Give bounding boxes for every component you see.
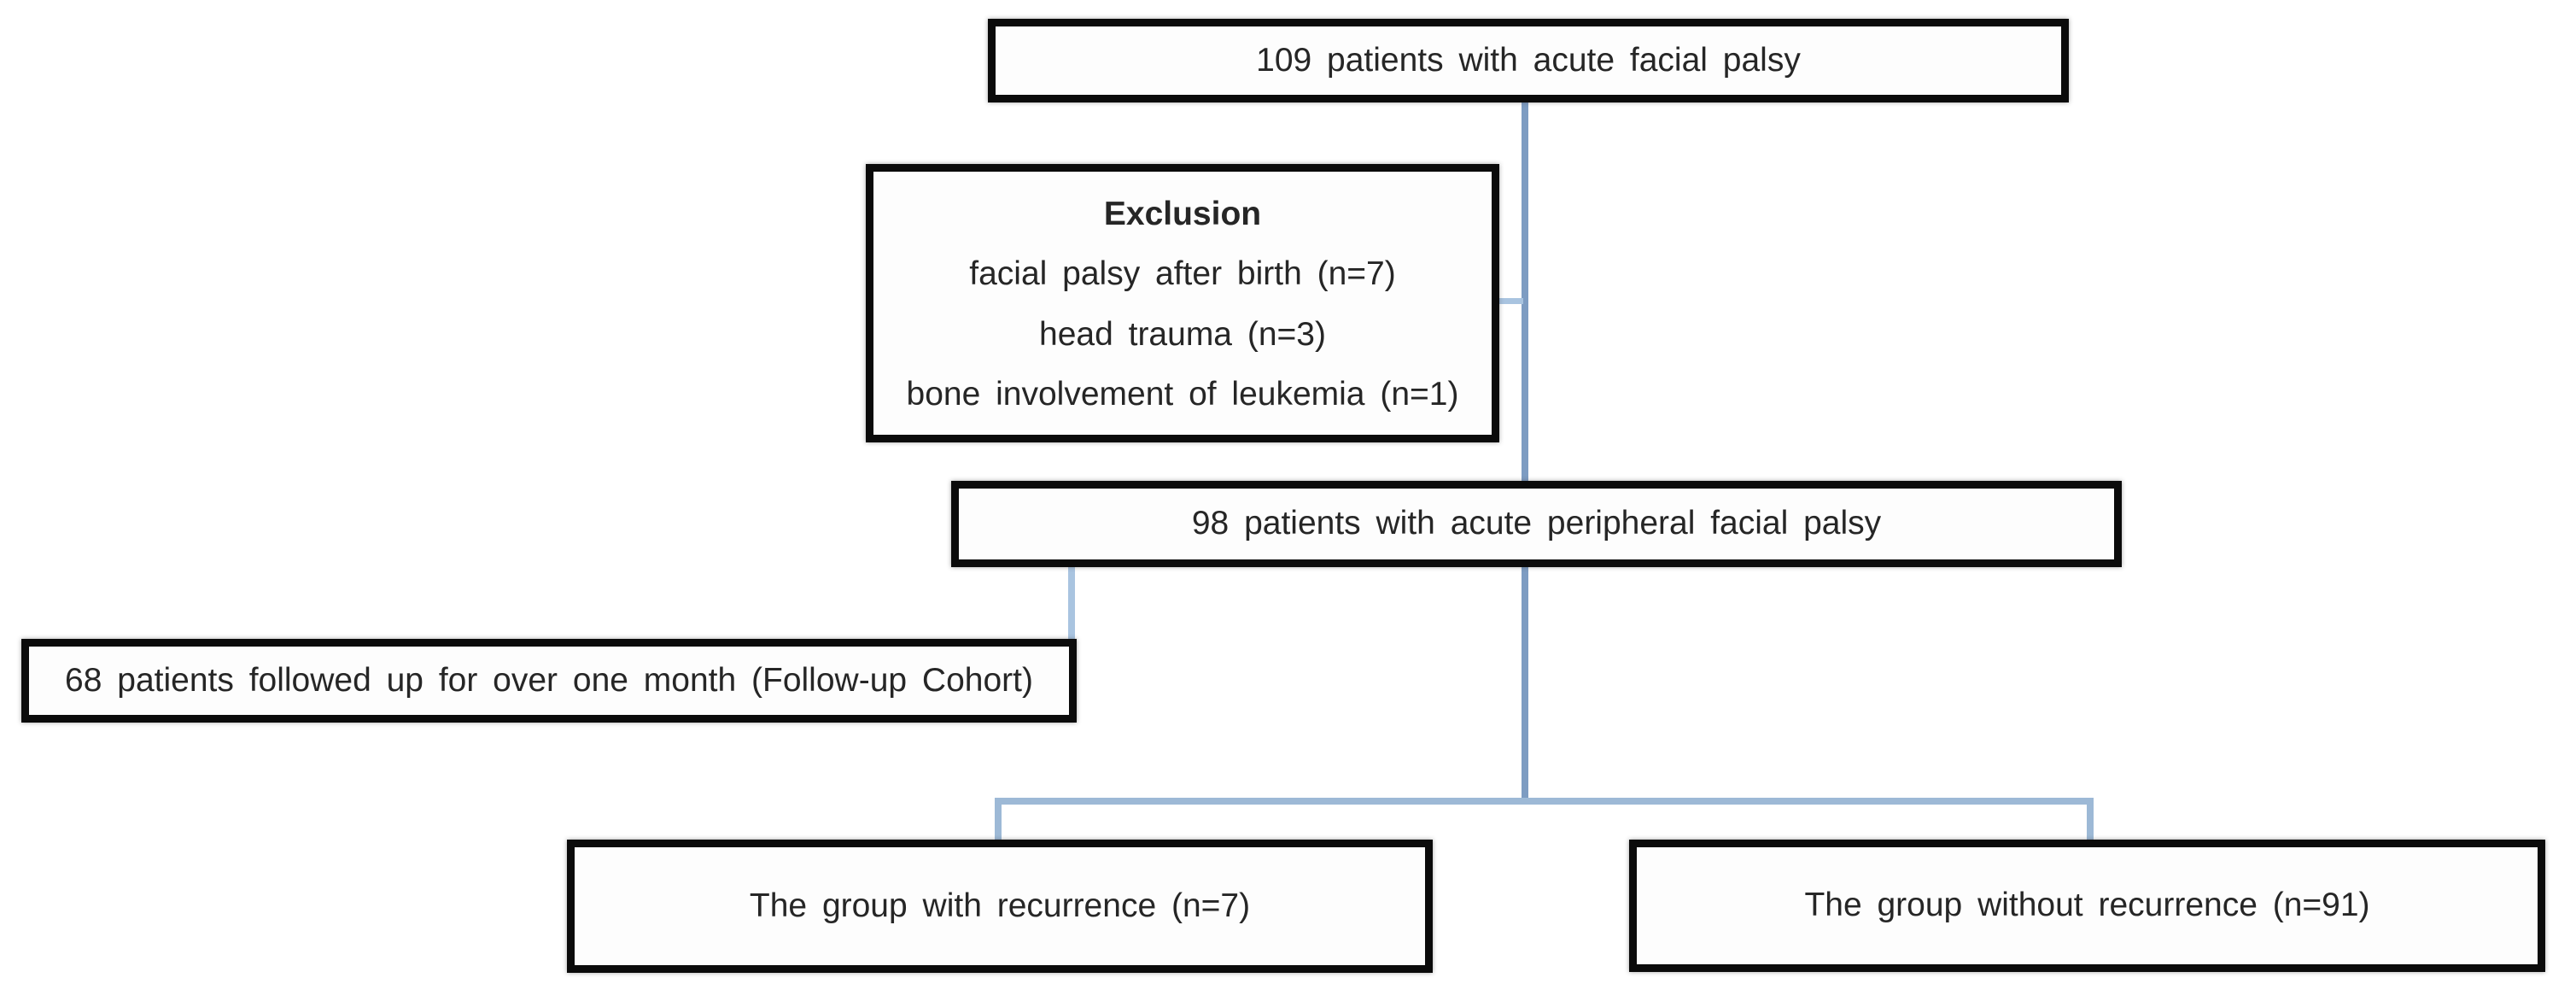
connector-branch-stub-left	[995, 798, 1002, 841]
connector-branch-horizontal	[995, 798, 2094, 805]
node-exclusion-item: bone involvement of leukemia (n=1)	[906, 376, 1459, 413]
node-followup-cohort-label: 68 patients followed up for over one mon…	[65, 661, 1033, 699]
connector-exclusion-joint	[1498, 298, 1523, 304]
node-exclusion-item: head trauma (n=3)	[1039, 315, 1326, 353]
node-group-with-recurrence-label: The group with recurrence (n=7)	[749, 887, 1251, 924]
connector-middle-to-followup	[1068, 565, 1075, 641]
node-peripheral-palsy: 98 patients with acute peripheral facial…	[951, 481, 2122, 567]
node-exclusion: Exclusion facial palsy after birth (n=7)…	[866, 164, 1499, 442]
connector-middle-to-branch	[1522, 565, 1528, 801]
node-total-patients: 109 patients with acute facial palsy	[988, 19, 2069, 102]
node-peripheral-palsy-label: 98 patients with acute peripheral facial…	[1191, 505, 1882, 542]
node-exclusion-item: facial palsy after birth (n=7)	[969, 255, 1396, 293]
connector-top-to-middle	[1522, 102, 1528, 483]
node-group-without-recurrence: The group without recurrence (n=91)	[1629, 840, 2545, 972]
node-followup-cohort: 68 patients followed up for over one mon…	[21, 639, 1077, 723]
node-group-with-recurrence: The group with recurrence (n=7)	[567, 840, 1433, 973]
connector-branch-stub-right	[2087, 798, 2094, 841]
node-total-patients-label: 109 patients with acute facial palsy	[1256, 41, 1801, 79]
node-exclusion-title: Exclusion	[1103, 196, 1262, 232]
node-group-without-recurrence-label: The group without recurrence (n=91)	[1804, 887, 2370, 924]
